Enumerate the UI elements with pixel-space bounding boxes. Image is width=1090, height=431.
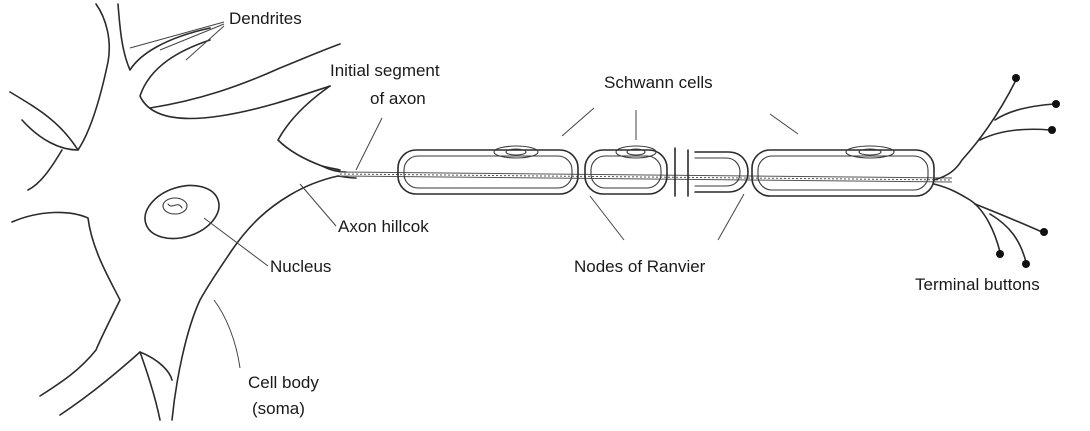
terminal-button xyxy=(1012,74,1020,82)
cell-body xyxy=(10,4,340,420)
schwann-cell-1 xyxy=(398,146,578,194)
label-dendrites: Dendrites xyxy=(229,9,302,28)
leader-initial-segment xyxy=(356,118,382,170)
label-terminal-buttons: Terminal buttons xyxy=(915,275,1040,294)
schwann-cell-2 xyxy=(585,146,667,194)
label-nodes-of-ranvier: Nodes of Ranvier xyxy=(574,257,706,276)
dendrite-branch-left xyxy=(22,120,78,190)
schwann-cell-4 xyxy=(752,146,934,196)
label-initial-segment-1: Initial segment xyxy=(330,61,440,80)
schwann-cell-3-partial xyxy=(695,152,748,192)
terminal-button xyxy=(1022,260,1030,268)
label-initial-segment-2: of axon xyxy=(370,89,426,108)
axon-terminal xyxy=(934,74,1060,268)
nucleolus-texture xyxy=(168,204,182,208)
leader-node-2 xyxy=(718,194,744,240)
label-nucleus: Nucleus xyxy=(270,257,331,276)
terminal-button xyxy=(1048,126,1056,134)
terminal-button xyxy=(1040,228,1048,236)
nucleolus xyxy=(163,198,187,214)
label-cell-body-2: (soma) xyxy=(252,399,305,418)
nucleus xyxy=(138,176,226,247)
soma-outline-top-right xyxy=(278,86,340,170)
terminal-button xyxy=(1052,100,1060,108)
leader-schwann-3 xyxy=(770,114,798,134)
label-axon-hillock: Axon hillcok xyxy=(338,217,429,236)
soma-outline-left xyxy=(12,212,160,420)
label-schwann-cells: Schwann cells xyxy=(604,73,713,92)
leader-nucleus xyxy=(204,218,268,266)
leader-cell-body xyxy=(214,300,240,368)
leader-node-1 xyxy=(590,196,624,240)
leader-dendrites-1 xyxy=(130,22,224,48)
axon-break xyxy=(675,148,688,196)
axon xyxy=(340,172,952,182)
label-cell-body-1: Cell body xyxy=(248,373,319,392)
leader-schwann-1 xyxy=(562,108,594,136)
labels: Dendrites Initial segment of axon Schwan… xyxy=(229,9,1040,418)
leader-axon-hillock xyxy=(300,184,336,226)
terminal-button xyxy=(996,250,1004,258)
